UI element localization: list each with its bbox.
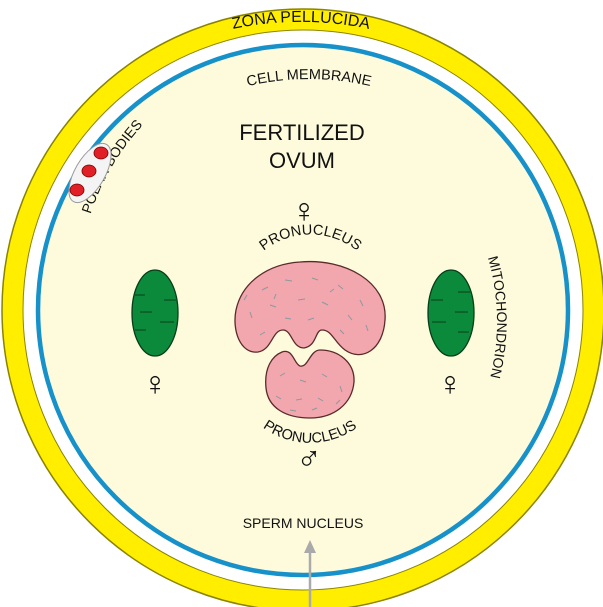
- polar-body: [70, 184, 84, 196]
- sperm-nucleus-label: SPERM NUCLEUS: [243, 515, 364, 531]
- polar-body: [82, 165, 96, 177]
- polar-body: [94, 147, 108, 159]
- female-symbol-left: ♀: [142, 365, 168, 403]
- mitochondrion-left: [132, 270, 178, 356]
- title-line-2: OVUM: [269, 148, 335, 173]
- mitochondrion-right: [428, 270, 474, 356]
- female-symbol-right: ♀: [437, 365, 463, 403]
- title-line-1: FERTILIZED: [239, 120, 365, 145]
- male-pronucleus: [266, 350, 354, 418]
